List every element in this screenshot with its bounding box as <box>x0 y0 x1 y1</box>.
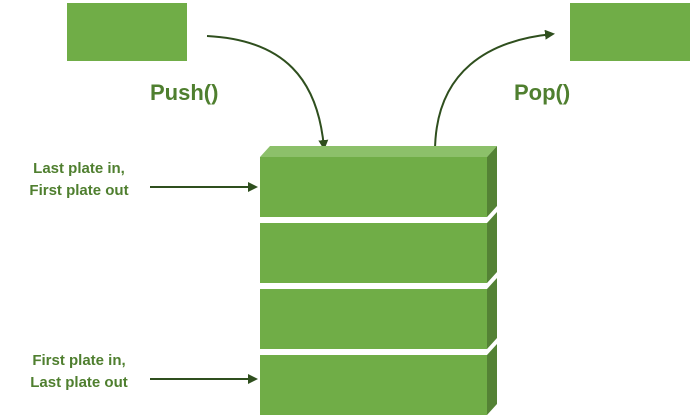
top-annotation-line-2: First plate out <box>29 182 129 199</box>
stack-plate <box>260 344 497 415</box>
top-annotation: Last plate in, First plate out <box>8 158 150 202</box>
push-plate <box>67 3 187 61</box>
push-label: Push() <box>150 80 219 105</box>
pop-arrow <box>434 29 555 153</box>
bottom-annotation: First plate in, Last plate out <box>8 350 150 394</box>
stack-plate <box>260 212 497 283</box>
top-annotation-line-1: Last plate in, <box>33 160 125 177</box>
plate-stack <box>260 146 497 415</box>
bottom-annotation-line-2: Last plate out <box>30 374 128 391</box>
bottom-annotation-line-1: First plate in, <box>32 352 126 369</box>
pop-plate <box>570 3 690 61</box>
stack-plate <box>260 146 497 217</box>
pop-label: Pop() <box>514 80 571 105</box>
push-arrow <box>206 35 329 150</box>
stack-plate <box>260 278 497 349</box>
